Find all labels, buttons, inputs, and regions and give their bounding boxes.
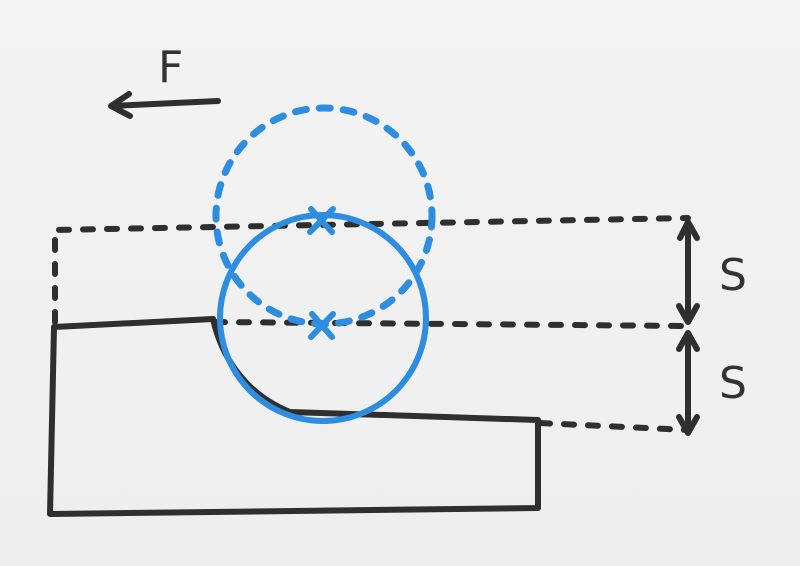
upper-centre-marker [307,206,336,235]
upper-dimension-top-arrowhead [677,219,700,241]
lower-centre-marker [308,311,336,340]
lower-distance-label: S [719,358,747,409]
force-arrow-shaft [109,98,221,109]
upper-dimension-bottom-arrowhead [676,303,700,325]
lower-dimension-top-arrowhead [676,330,700,352]
top-level-dashed-outline [52,215,691,325]
force-arrow-head [108,91,133,119]
bottom-level-dashed-line [537,420,691,433]
middle-level-dashed-line [212,319,691,329]
upper-distance-label: S [719,250,747,301]
force-label: F [158,42,183,93]
ball-lower-position [217,212,429,424]
lower-dimension-bottom-arrowhead [676,414,700,436]
